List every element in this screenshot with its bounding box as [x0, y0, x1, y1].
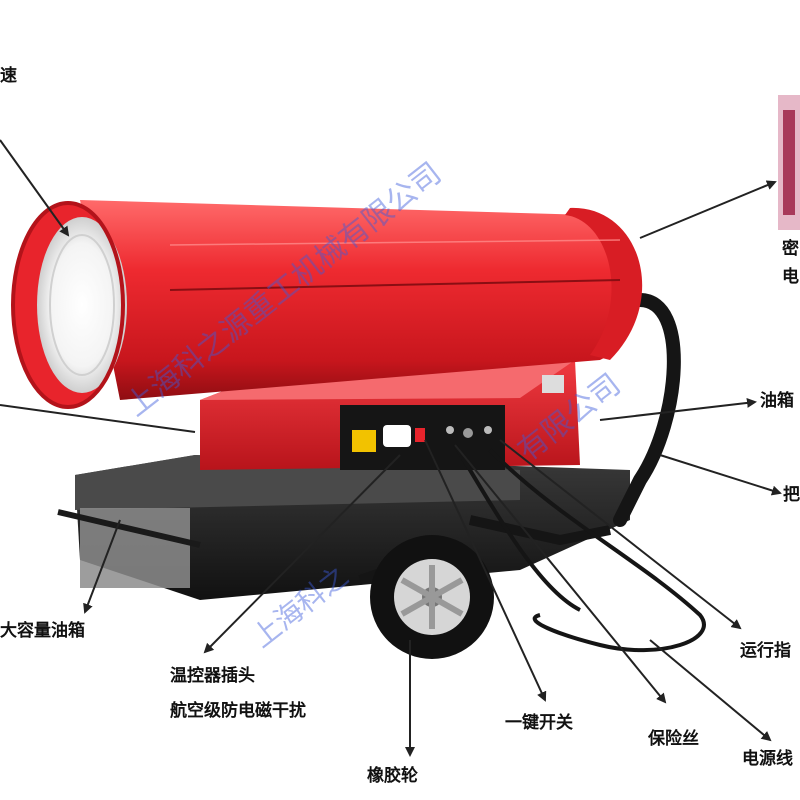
callout-fuse: [454, 444, 667, 704]
callout-handle: [659, 454, 782, 496]
power-cord: [488, 448, 706, 653]
callout-right-top: [639, 180, 777, 239]
callout-run: [499, 439, 742, 630]
handle-bar: [613, 293, 681, 527]
callout-top-left: [0, 139, 70, 237]
inset-photo: [778, 95, 800, 230]
callout-left-mid: [0, 404, 196, 433]
label-large-tank: 大容量油箱: [0, 621, 85, 641]
rubber-wheel: [358, 515, 611, 659]
heater-cylinder: [11, 200, 643, 409]
control-box: [200, 360, 580, 470]
callout-thermostat: [203, 454, 401, 654]
label-rubber-wheel: 橡胶轮: [367, 766, 418, 786]
callout-oil: [599, 397, 757, 421]
label-power-cord: 电源线: [742, 749, 793, 769]
label-right-top-2: 电: [782, 267, 799, 287]
label-fuse: 保险丝: [648, 729, 699, 749]
callout-power: [649, 639, 772, 742]
label-thermostat-plug: 温控器插头: [170, 666, 255, 686]
callout-switch: [424, 439, 547, 702]
label-handle: 把: [783, 485, 800, 505]
label-top-left: 速: [0, 66, 17, 86]
callout-lines: [0, 139, 782, 757]
label-run-indicator: 运行指: [740, 641, 791, 661]
callout-large-tank: [83, 519, 121, 614]
label-aviation-grade: 航空级防电磁干扰: [170, 701, 306, 721]
label-one-key-switch: 一键开关: [505, 713, 573, 733]
label-right-top-1: 密: [782, 239, 799, 259]
label-oil-tank: 油箱: [760, 391, 794, 411]
